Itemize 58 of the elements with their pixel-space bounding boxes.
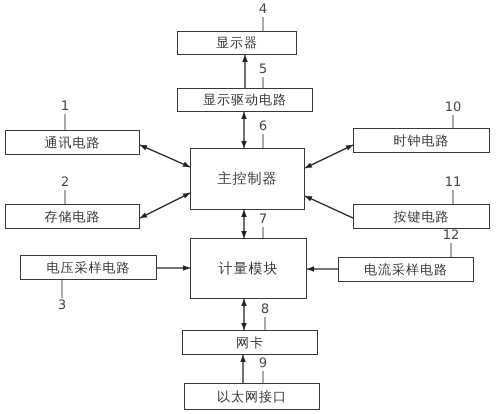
block-label: 电压采样电路 <box>46 260 130 276</box>
block-label: 显示驱动电路 <box>203 92 287 109</box>
arrow <box>307 266 338 272</box>
block-box <box>353 204 490 229</box>
block-label: 按键电路 <box>394 208 450 226</box>
block-box <box>177 88 313 112</box>
callout-number: 11 <box>442 175 464 190</box>
arrow <box>240 355 246 383</box>
callout-number: 7 <box>256 212 270 227</box>
callout-number: 6 <box>256 119 270 134</box>
callout-number: 2 <box>58 175 72 190</box>
block-box <box>353 128 490 153</box>
block-label: 存储电路 <box>44 208 100 226</box>
leader-line <box>262 226 264 238</box>
leader-line <box>452 190 454 204</box>
block-box <box>5 204 140 229</box>
callout-number: 5 <box>256 62 270 77</box>
block-box <box>20 255 157 280</box>
block-label: 计量模块 <box>218 260 278 278</box>
callout-number: 4 <box>256 2 270 17</box>
callout-number: 9 <box>256 356 270 371</box>
block-label: 时钟电路 <box>394 132 450 150</box>
arrow <box>241 112 247 148</box>
callout-number: 12 <box>440 228 462 243</box>
leader-line <box>262 134 264 148</box>
arrow <box>304 144 354 169</box>
block-box <box>5 130 140 155</box>
arrow <box>157 265 190 271</box>
leader-line <box>262 76 264 88</box>
leader-line <box>262 16 264 32</box>
leader-line <box>262 370 264 384</box>
arrow <box>241 210 247 238</box>
leader-line <box>64 114 66 130</box>
block-box <box>338 257 474 282</box>
block-label: 电流采样电路 <box>364 262 448 278</box>
leader-line <box>264 316 266 330</box>
block-box <box>184 383 320 410</box>
arrow <box>304 195 354 219</box>
callout-number: 10 <box>442 100 464 115</box>
arrow <box>241 299 247 330</box>
block-label: 通讯电路 <box>44 134 100 152</box>
block-box <box>190 148 305 210</box>
block-box <box>177 31 297 55</box>
leader-line <box>452 114 454 128</box>
arrow <box>242 55 248 88</box>
block-label: 以太网接口 <box>217 388 287 406</box>
callout-number: 1 <box>58 99 72 114</box>
arrow <box>140 192 190 219</box>
block-label: 显示器 <box>216 35 258 52</box>
callout-number: 8 <box>258 302 272 317</box>
block-box <box>182 330 318 355</box>
block-label: 主控制器 <box>218 170 278 188</box>
leader-line <box>64 190 66 204</box>
callout-number: 3 <box>56 298 68 313</box>
arrow <box>140 144 190 168</box>
leader-line <box>450 242 452 258</box>
block-label: 网卡 <box>236 334 264 352</box>
block-box <box>190 238 307 299</box>
